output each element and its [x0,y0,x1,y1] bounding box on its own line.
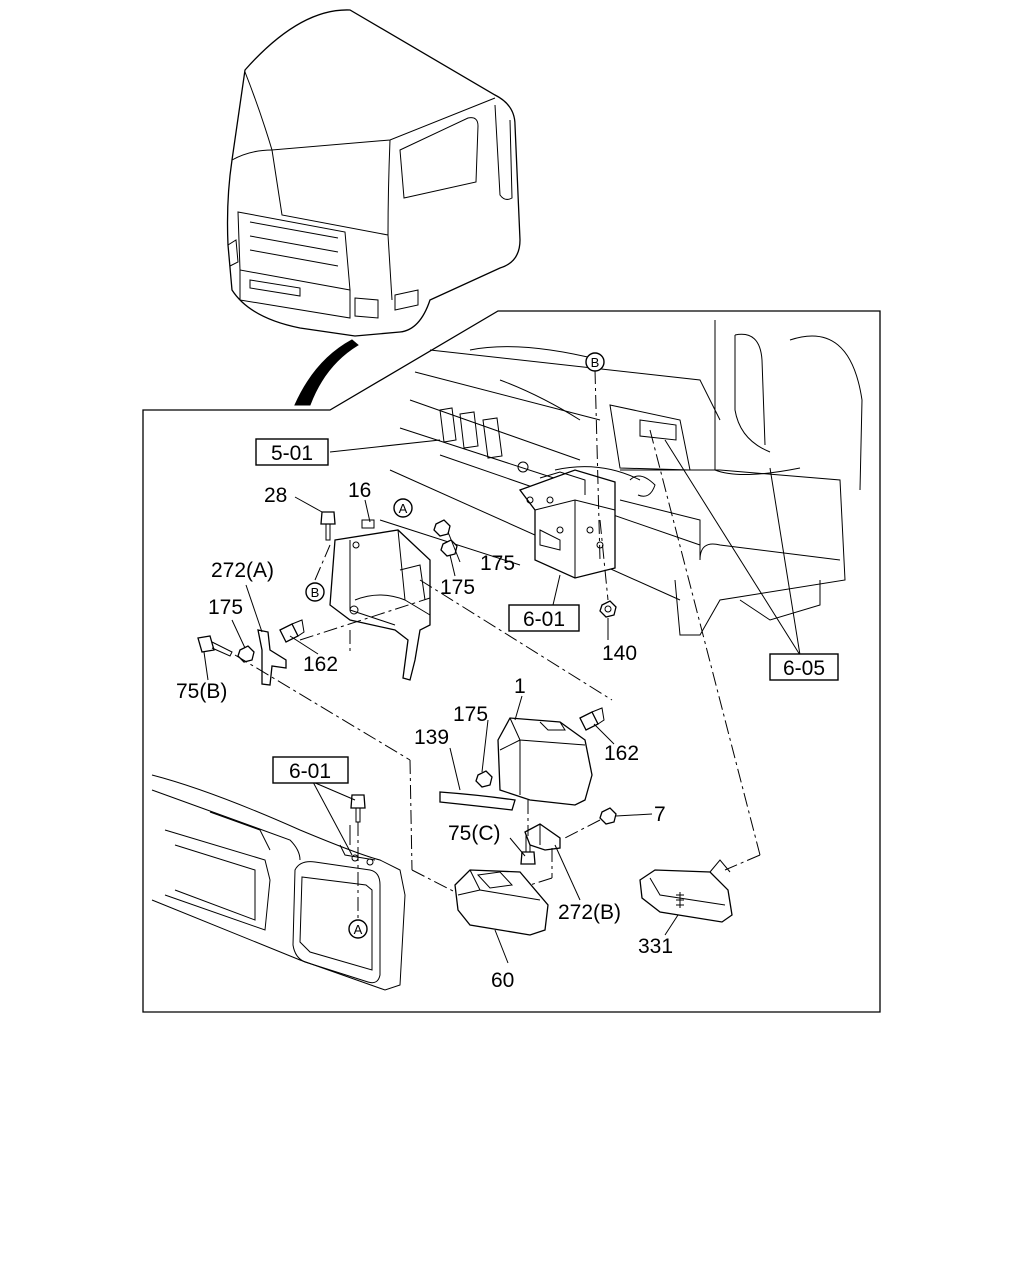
lamp-1 [497,717,593,806]
bolt-28 [320,511,336,541]
gasket-139 [439,791,516,811]
leader-lines [203,369,801,964]
bumper-grille [151,774,406,991]
label-7: 7 [654,803,666,826]
marker-b-left: B [305,582,325,602]
callout-6-01-top-text: 6-01 [523,608,565,631]
lamp-331 [639,859,733,923]
label-272a: 272(A) [211,559,274,582]
truck-cab-illustration [226,9,521,337]
label-162-a: 162 [303,653,338,676]
callout-6-01-bottom-text: 6-01 [289,760,331,783]
label-75b: 75(B) [176,680,227,703]
detail-frame [142,310,881,1013]
callout-5-01-text: 5-01 [271,442,313,465]
label-75c: 75(C) [448,822,501,845]
callout-6-01-top: 6-01 [508,604,580,632]
label-139: 139 [414,726,449,749]
nut-175-a [433,519,451,537]
bracket-272a [257,629,287,686]
svg-text:B: B [311,585,320,600]
frame-bracket [518,469,616,579]
label-175-a: 175 [480,552,515,575]
label-1: 1 [514,675,526,698]
lamp-60 [454,869,549,936]
svg-text:B: B [591,355,600,370]
marker-a-bottom: A [348,919,368,939]
svg-text:A: A [399,501,408,516]
label-60: 60 [491,969,514,992]
callout-6-01-bottom: 6-01 [272,756,349,784]
label-175-c: 175 [208,596,243,619]
zoom-arrow [294,339,359,406]
callout-5-01: 5-01 [255,438,329,466]
bolt-75b [197,635,233,657]
label-272b: 272(B) [558,901,621,924]
label-175-b: 175 [440,576,475,599]
grommet-162-right [579,707,605,731]
callout-6-05-text: 6-05 [783,657,825,680]
label-28: 28 [264,484,287,507]
svg-text:A: A [354,922,363,937]
nut-175-lamp [475,770,493,788]
lamp-bracket [329,519,431,681]
grommet-162-left [279,619,305,643]
label-16: 16 [348,479,371,502]
marker-a-top: A [393,498,413,518]
label-175-d: 175 [453,703,488,726]
nut-175-left [237,645,255,663]
label-140: 140 [602,642,637,665]
label-331: 331 [638,935,673,958]
callout-6-05: 6-05 [769,653,839,681]
label-162-b: 162 [604,742,639,765]
nut-140 [599,600,617,618]
nut-7 [599,807,617,825]
marker-b-top: B [585,352,605,372]
bracket-272b [524,823,561,851]
